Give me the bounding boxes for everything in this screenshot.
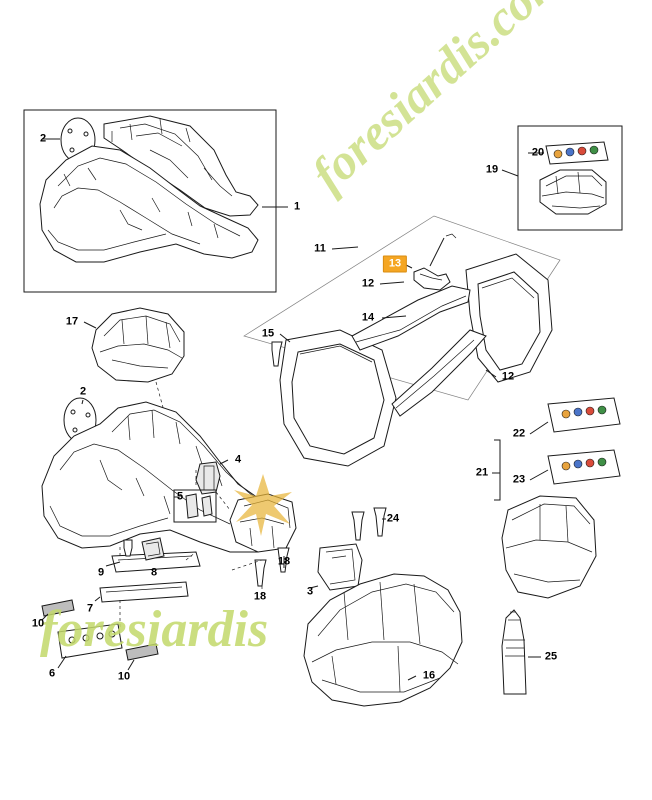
group-tube-25 (501, 609, 541, 695)
callout-19: 19 (485, 163, 499, 176)
group-housing-top (23, 109, 288, 293)
callout-16: 16 (422, 669, 436, 682)
callout-4: 4 (234, 453, 242, 466)
group-cover-17 (83, 307, 191, 471)
callout-24: 24 (386, 512, 400, 525)
callout-18b: 18 (253, 590, 267, 603)
callout-6: 6 (48, 667, 56, 680)
group-handle-assembly (243, 215, 561, 467)
callout-20: 20 (531, 146, 545, 159)
callout-3: 3 (306, 585, 314, 598)
callout-15: 15 (261, 327, 275, 340)
callout-12b: 12 (501, 370, 515, 383)
group-decals-21-23 (492, 397, 621, 501)
group-housing-lower-left (41, 397, 281, 553)
callout-11: 11 (314, 242, 326, 255)
callout-5: 5 (176, 490, 184, 503)
group-cover-right-lower (501, 495, 597, 599)
callout-2a: 2 (39, 132, 47, 145)
callout-12a: 12 (361, 277, 375, 290)
callout-1: 1 (293, 200, 301, 213)
group-inset-19-20 (501, 125, 623, 231)
callout-22: 22 (512, 427, 526, 440)
callout-13-highlighted[interactable]: 13 (382, 255, 408, 273)
callout-21: 21 (475, 466, 489, 479)
callout-10a: 10 (31, 617, 45, 630)
callout-2b: 2 (79, 385, 87, 398)
callout-17: 17 (65, 315, 79, 328)
callout-10b: 10 (117, 670, 131, 683)
callout-7: 7 (86, 602, 94, 615)
callout-9: 9 (97, 566, 105, 579)
group-construction-lines (119, 470, 263, 628)
callout-23: 23 (512, 473, 526, 486)
callout-25: 25 (544, 650, 558, 663)
callout-8: 8 (150, 566, 158, 579)
callout-14: 14 (361, 311, 375, 324)
callout-18a: 18 (277, 555, 291, 568)
group-body-lower-right (303, 573, 463, 707)
